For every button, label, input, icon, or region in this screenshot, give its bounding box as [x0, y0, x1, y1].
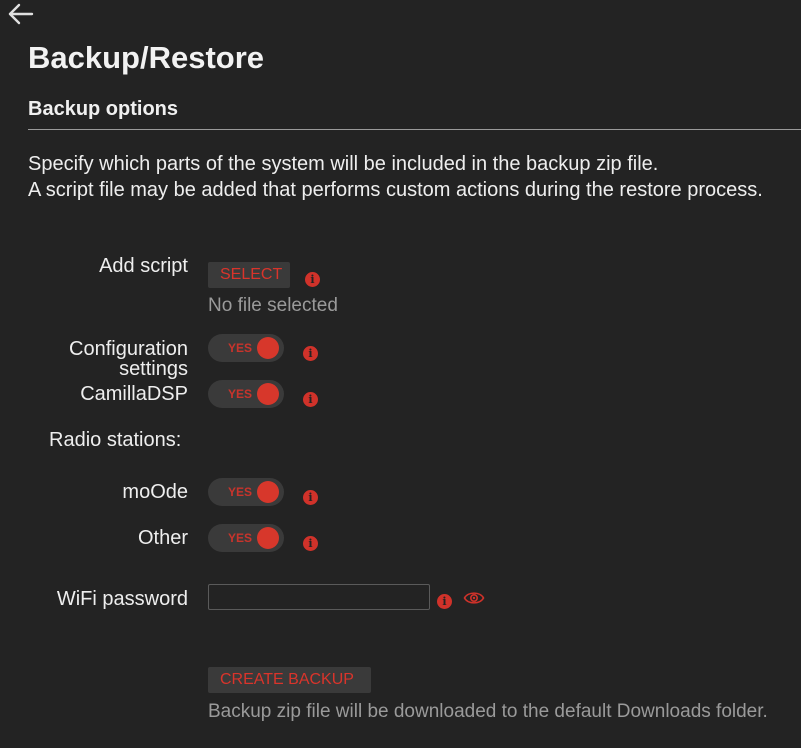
select-script-button[interactable]: SELECT [208, 262, 290, 288]
info-icon[interactable]: i [303, 392, 318, 407]
toggle-knob [257, 383, 279, 405]
info-icon[interactable]: i [303, 490, 318, 505]
other-toggle[interactable]: YES [208, 524, 284, 552]
info-icon[interactable]: i [303, 346, 318, 361]
toggle-knob [257, 481, 279, 503]
info-icon[interactable]: i [303, 536, 318, 551]
toggle-state-label: YES [228, 387, 253, 401]
wifi-password-label: WiFi password [56, 588, 188, 610]
configuration-settings-toggle[interactable]: YES [208, 334, 284, 362]
camilladsp-toggle[interactable]: YES [208, 380, 284, 408]
toggle-knob [257, 527, 279, 549]
configuration-settings-label-line1: Configuration [69, 338, 188, 360]
page-title: Backup/Restore [28, 40, 265, 75]
toggle-knob [257, 337, 279, 359]
eye-icon[interactable] [463, 589, 485, 607]
moode-label: moOde [122, 481, 188, 503]
info-icon[interactable]: i [305, 272, 320, 287]
create-backup-button[interactable]: CREATE BACKUP [208, 667, 371, 693]
moode-toggle[interactable]: YES [208, 478, 284, 506]
description-line-1: Specify which parts of the system will b… [28, 153, 659, 175]
toggle-state-label: YES [228, 485, 253, 499]
toggle-state-label: YES [228, 531, 253, 545]
radio-stations-heading: Radio stations: [49, 429, 182, 451]
wifi-password-input[interactable] [208, 584, 430, 610]
section-divider [28, 129, 801, 130]
toggle-state-label: YES [228, 341, 253, 355]
configuration-settings-label: Configuration settings [69, 339, 188, 379]
backup-hint-text: Backup zip file will be downloaded to th… [208, 701, 768, 722]
file-status-text: No file selected [208, 295, 338, 316]
other-label: Other [137, 527, 188, 549]
add-script-label: Add script [99, 255, 188, 277]
section-title: Backup options [28, 98, 179, 120]
info-icon[interactable]: i [437, 594, 452, 609]
camilladsp-label: CamillaDSP [80, 383, 188, 405]
description-line-2: A script file may be added that performs… [28, 179, 763, 201]
back-arrow-icon[interactable] [4, 0, 36, 30]
configuration-settings-label-line2: settings [119, 358, 188, 380]
